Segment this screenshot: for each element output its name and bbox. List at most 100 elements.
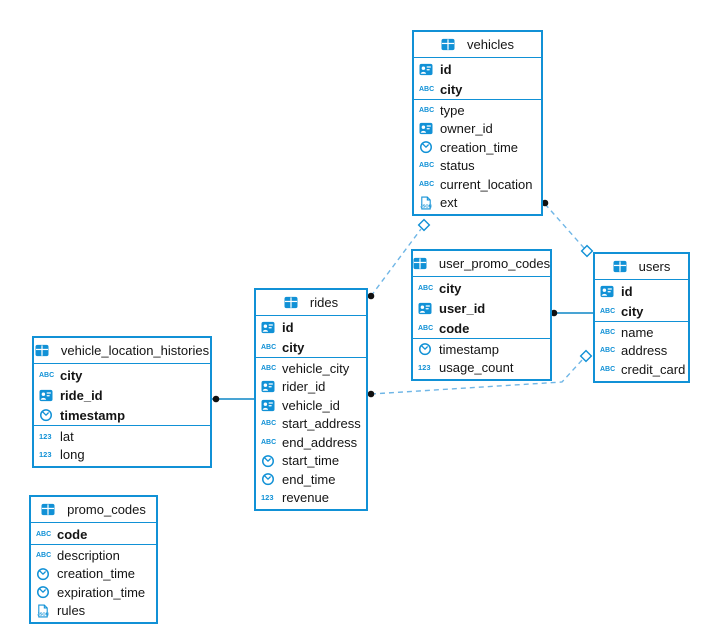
- column-row-expiration_time[interactable]: expiration_time: [31, 583, 156, 602]
- column-label: city: [621, 303, 644, 319]
- column-row-end_time[interactable]: end_time: [256, 470, 366, 489]
- table-header[interactable]: vehicles: [414, 32, 541, 58]
- column-row-type[interactable]: ABC type: [414, 101, 541, 120]
- text-icon: ABC: [261, 438, 277, 446]
- column-row-creation_time[interactable]: creation_time: [414, 138, 541, 157]
- column-row-start_time[interactable]: start_time: [256, 452, 366, 471]
- uuid-icon: [261, 320, 277, 334]
- column-label: city: [282, 339, 305, 355]
- table-header[interactable]: user_promo_codes: [413, 251, 550, 277]
- column-label: description: [57, 547, 120, 563]
- column-label: timestamp: [60, 407, 126, 423]
- text-icon: ABC: [600, 347, 616, 355]
- table-title: promo_codes: [67, 502, 146, 517]
- column-label: start_address: [282, 416, 361, 432]
- section-divider: [31, 544, 156, 545]
- text-icon: ABC: [261, 420, 277, 428]
- text-icon: ABC: [419, 106, 435, 114]
- table-icon: [413, 257, 429, 271]
- column-row-vehicle_id[interactable]: vehicle_id: [256, 396, 366, 415]
- uuid-icon: [419, 122, 435, 136]
- column-row-start_address[interactable]: ABC start_address: [256, 415, 366, 434]
- number-icon: 123: [418, 363, 431, 372]
- column-row-usage_count[interactable]: 123 usage_count: [413, 359, 550, 378]
- table-header[interactable]: promo_codes: [31, 497, 156, 523]
- column-label: city: [60, 367, 83, 383]
- column-label: code: [439, 320, 470, 336]
- column-row-timestamp[interactable]: timestamp: [34, 405, 210, 425]
- table-title: vehicles: [467, 37, 514, 52]
- table-icon: [284, 296, 300, 310]
- table-header[interactable]: vehicle_location_histories: [34, 338, 210, 364]
- column-row-owner_id[interactable]: owner_id: [414, 120, 541, 139]
- column-row-user_id[interactable]: user_id: [413, 298, 550, 318]
- table-icon: [41, 503, 57, 517]
- column-row-rider_id[interactable]: rider_id: [256, 378, 366, 397]
- column-row-id[interactable]: id: [414, 59, 541, 79]
- column-label: rider_id: [282, 379, 326, 395]
- column-label: city: [439, 280, 462, 296]
- column-label: usage_count: [439, 360, 514, 376]
- column-label: end_time: [282, 471, 336, 487]
- column-label: expiration_time: [57, 584, 146, 600]
- column-row-id[interactable]: id: [595, 281, 688, 301]
- uuid-icon: [419, 62, 435, 76]
- time-icon: [36, 585, 52, 599]
- column-label: timestamp: [439, 341, 499, 357]
- column-label: type: [440, 102, 465, 118]
- column-row-creation_time[interactable]: creation_time: [31, 565, 156, 584]
- column-row-ride_id[interactable]: ride_id: [34, 385, 210, 405]
- table-icon: [35, 344, 51, 358]
- table-title: rides: [309, 295, 339, 310]
- column-label: credit_card: [621, 361, 686, 377]
- section-divider: [413, 338, 550, 339]
- uuid-icon: [600, 284, 616, 298]
- table-header[interactable]: rides: [256, 290, 366, 316]
- column-label: name: [621, 324, 654, 340]
- table-icon: [613, 260, 629, 274]
- column-label: revenue: [282, 490, 329, 506]
- column-label: user_id: [439, 300, 486, 316]
- column-label: creation_time: [57, 566, 136, 582]
- column-row-id[interactable]: id: [256, 317, 366, 337]
- column-row-timestamp[interactable]: timestamp: [413, 340, 550, 359]
- table-header[interactable]: users: [595, 254, 688, 280]
- table-title: user_promo_codes: [438, 256, 551, 271]
- table-title: vehicle_location_histories: [60, 343, 210, 358]
- column-label: code: [57, 526, 88, 542]
- svg-text:JSON: JSON: [37, 611, 48, 616]
- uuid-icon: [418, 301, 434, 315]
- table-icon: [441, 38, 457, 52]
